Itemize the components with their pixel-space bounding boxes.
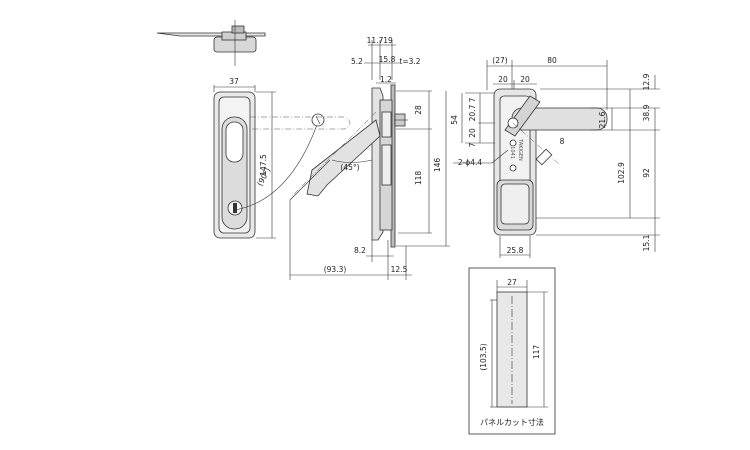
panel-cut-height-103-5: (103.5) <box>479 343 488 370</box>
dim-146: 146 <box>433 158 442 173</box>
side-view: 11.7 19 5.2 15.8 t=3.2 1.2 (45°) 28 11 <box>289 36 450 280</box>
dim-15-8: 15.8 <box>379 55 396 64</box>
dim-5-2: 5.2 <box>351 57 363 66</box>
dim-20-a: 20 <box>498 75 508 84</box>
dim-28: 28 <box>414 105 423 115</box>
dim-12-9: 12.9 <box>642 73 651 90</box>
brand-text: TAKIGEN <box>517 138 523 161</box>
dim-147-5: 147.5 <box>259 154 268 176</box>
front-view: 37 147.5 (90°) <box>213 77 351 239</box>
dim-7-b: 7 <box>468 142 477 147</box>
angle-45: (45°) <box>340 163 359 172</box>
dim-92: 92 <box>642 168 651 178</box>
dim-118: 118 <box>414 171 423 186</box>
dim-7: 7 <box>468 97 477 102</box>
panel-cut-width: 27 <box>507 278 517 287</box>
panel-cut-caption: パネルカット寸法 <box>480 417 544 427</box>
angle-90: (90°) <box>255 166 272 187</box>
dim-27: (27) <box>492 56 507 65</box>
dim-8: 8 <box>560 137 565 146</box>
dim-80: 80 <box>547 56 557 65</box>
dim-37: 37 <box>229 77 239 86</box>
hole-spec: 2-ϕ4.4 <box>458 158 483 167</box>
panel-cut-box: 27 (103.5) 117 パネルカット寸法 <box>468 267 556 435</box>
dim-54: 54 <box>450 115 459 125</box>
dim-12-5: 12.5 <box>391 265 408 274</box>
dim-11-7: 11.7 <box>367 36 384 45</box>
dim-102-9: 102.9 <box>617 162 626 184</box>
model-text: A-1041 <box>509 141 515 159</box>
dim-19: 19 <box>383 36 393 45</box>
dim-21-6: 21.6 <box>598 111 607 128</box>
dim-1-2: 1.2 <box>380 75 392 84</box>
panel-cut-height-117: 117 <box>532 345 541 360</box>
dim-15-1: 15.1 <box>642 234 651 251</box>
dim-8-2: 8.2 <box>354 246 366 255</box>
thickness-3-2: t=3.2 <box>399 57 420 66</box>
dim-25-8: 25.8 <box>507 246 524 255</box>
dim-20-b: 20 <box>520 75 530 84</box>
dim-38-9: 38.9 <box>642 104 651 121</box>
dim-93-3: (93.3) <box>324 265 347 274</box>
dim-20-7: 20.7 <box>468 104 477 121</box>
top-plate-view <box>156 20 266 66</box>
dim-20-c: 20 <box>468 128 477 138</box>
rear-view: (27) 80 20 20 TAKIGEN A-1041 8 54 7 20.7 <box>450 56 660 258</box>
